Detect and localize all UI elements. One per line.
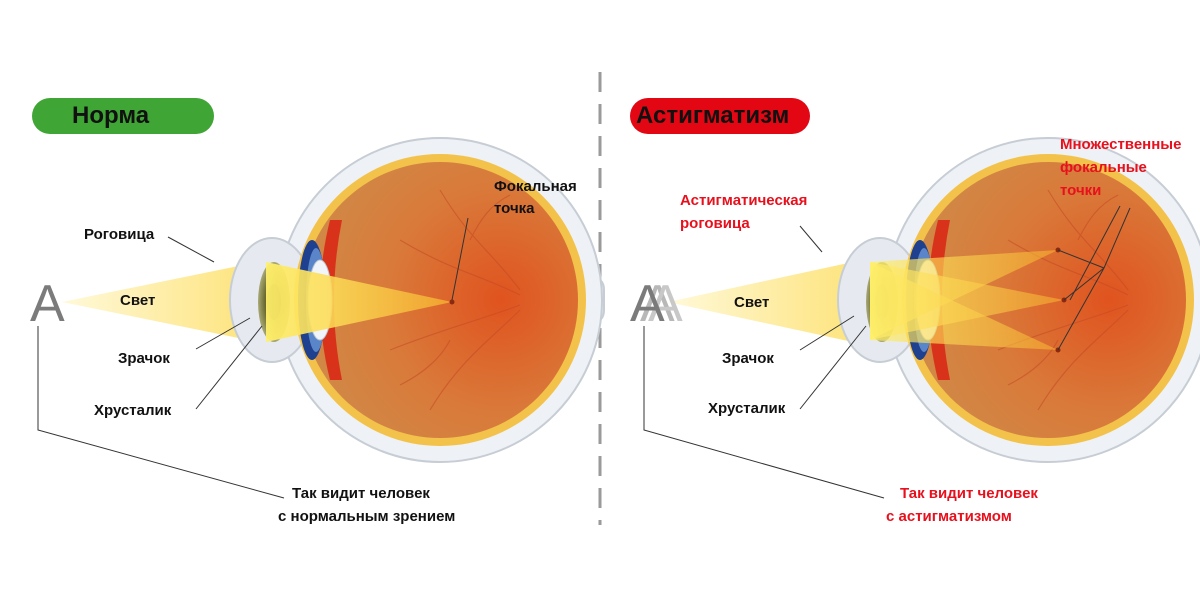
pupil-label-right: Зрачок [722,350,774,367]
normal-badge: Норма [32,98,214,134]
multiple-focal-label-line1: Множественные [1060,136,1182,153]
leader-lines [643,205,1131,499]
astigmatism-eye-panel [643,137,1200,499]
astigmatic-letter-ghost-1: A [640,275,675,333]
astigmatic-cornea-label-line2: роговица [680,215,750,232]
astigmatic-letter: A [630,275,665,333]
astigmatic-cornea-label-line1: Астигматическая [680,192,808,209]
normal-sees-line2: с нормальным зрением [278,508,456,525]
light-beam-focus-lower [870,262,1058,350]
leader-lines [37,217,469,499]
multiple-focal-label-line3: точки [1060,182,1102,199]
normal-eye-panel [37,137,605,499]
normal-badge-label: Норма [72,102,150,129]
light-beam-in [62,262,258,342]
light-beam-in [668,260,862,344]
astigmatism-sees-line2: с астигматизмом [886,508,1012,525]
astigmatism-sees-line1: Так видит человек [900,485,1038,502]
focal-point-label-line1: Фокальная [494,178,577,195]
normal-sees-line1: Так видит человек [292,485,430,502]
multiple-focal-label-line2: фокальные [1060,159,1147,176]
astigmatic-letter-ghost-2: A [648,275,683,333]
pupil-label: Зрачок [118,350,170,367]
cornea-label: Роговица [84,226,155,243]
lens-label: Хрусталик [94,402,172,419]
light-label-right: Свет [734,294,770,311]
light-beam-focus [266,262,452,342]
light-label: Свет [120,292,156,309]
focal-point-label-line2: точка [494,200,535,217]
lens-label-right: Хрусталик [708,400,786,417]
focal-point [449,299,455,305]
astigmatic-vision-letter: A A A [630,274,690,334]
astigmatism-badge-label: Астигматизм [636,102,790,129]
astigmatism-badge: Астигматизм [630,98,810,134]
normal-vision-letter: A [30,275,65,333]
